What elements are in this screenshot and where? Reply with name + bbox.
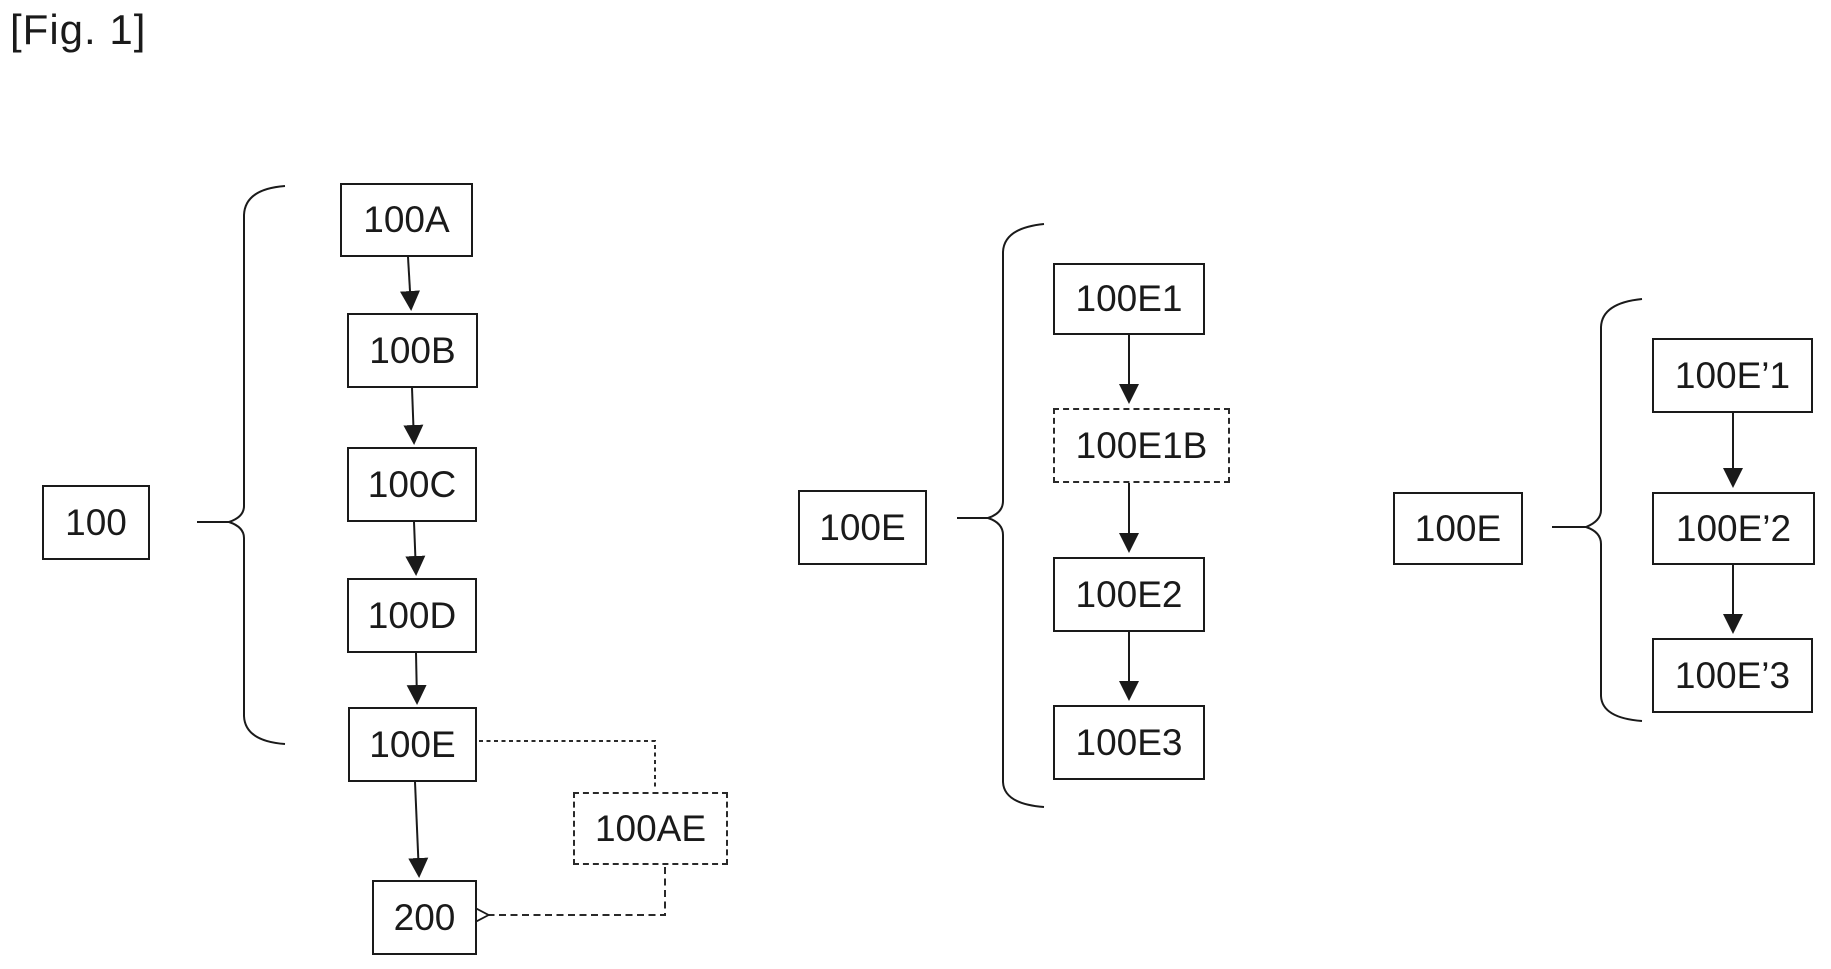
node-100e-prime-1: 100E’1 [1652,338,1813,413]
node-100e: 100E [348,707,477,782]
node-100d: 100D [347,578,477,653]
node-100ae: 100AE [573,792,728,865]
brace-right [1583,298,1643,722]
node-200: 200 [372,880,477,955]
arrow-100b-100c [403,387,424,445]
brace-left [225,185,286,745]
dashed-100e-to-100ae [479,740,656,790]
dashed-100ae-to-200 [474,867,666,923]
node-100e-prime-2: 100E’2 [1652,492,1815,565]
node-100e-prime-3: 100E’3 [1652,638,1813,713]
node-100: 100 [42,485,150,560]
arrow-100c-100d [405,521,426,576]
node-100e1: 100E1 [1053,263,1205,335]
node-100a: 100A [340,183,473,257]
node-100b: 100B [347,313,478,388]
node-100c: 100C [347,447,477,522]
node-100e2: 100E2 [1053,557,1205,632]
node-100e-right-label: 100E [1393,492,1523,565]
brace-middle [984,223,1045,808]
arrow-100e-200 [408,781,429,878]
node-100e-middle-label: 100E [798,490,927,565]
arrow-100a-100b [400,256,420,311]
figure-title: [Fig. 1] [10,6,147,53]
node-100e1b: 100E1B [1053,408,1230,483]
arrow-100d-100e [406,652,427,705]
node-100e3: 100E3 [1053,705,1205,780]
